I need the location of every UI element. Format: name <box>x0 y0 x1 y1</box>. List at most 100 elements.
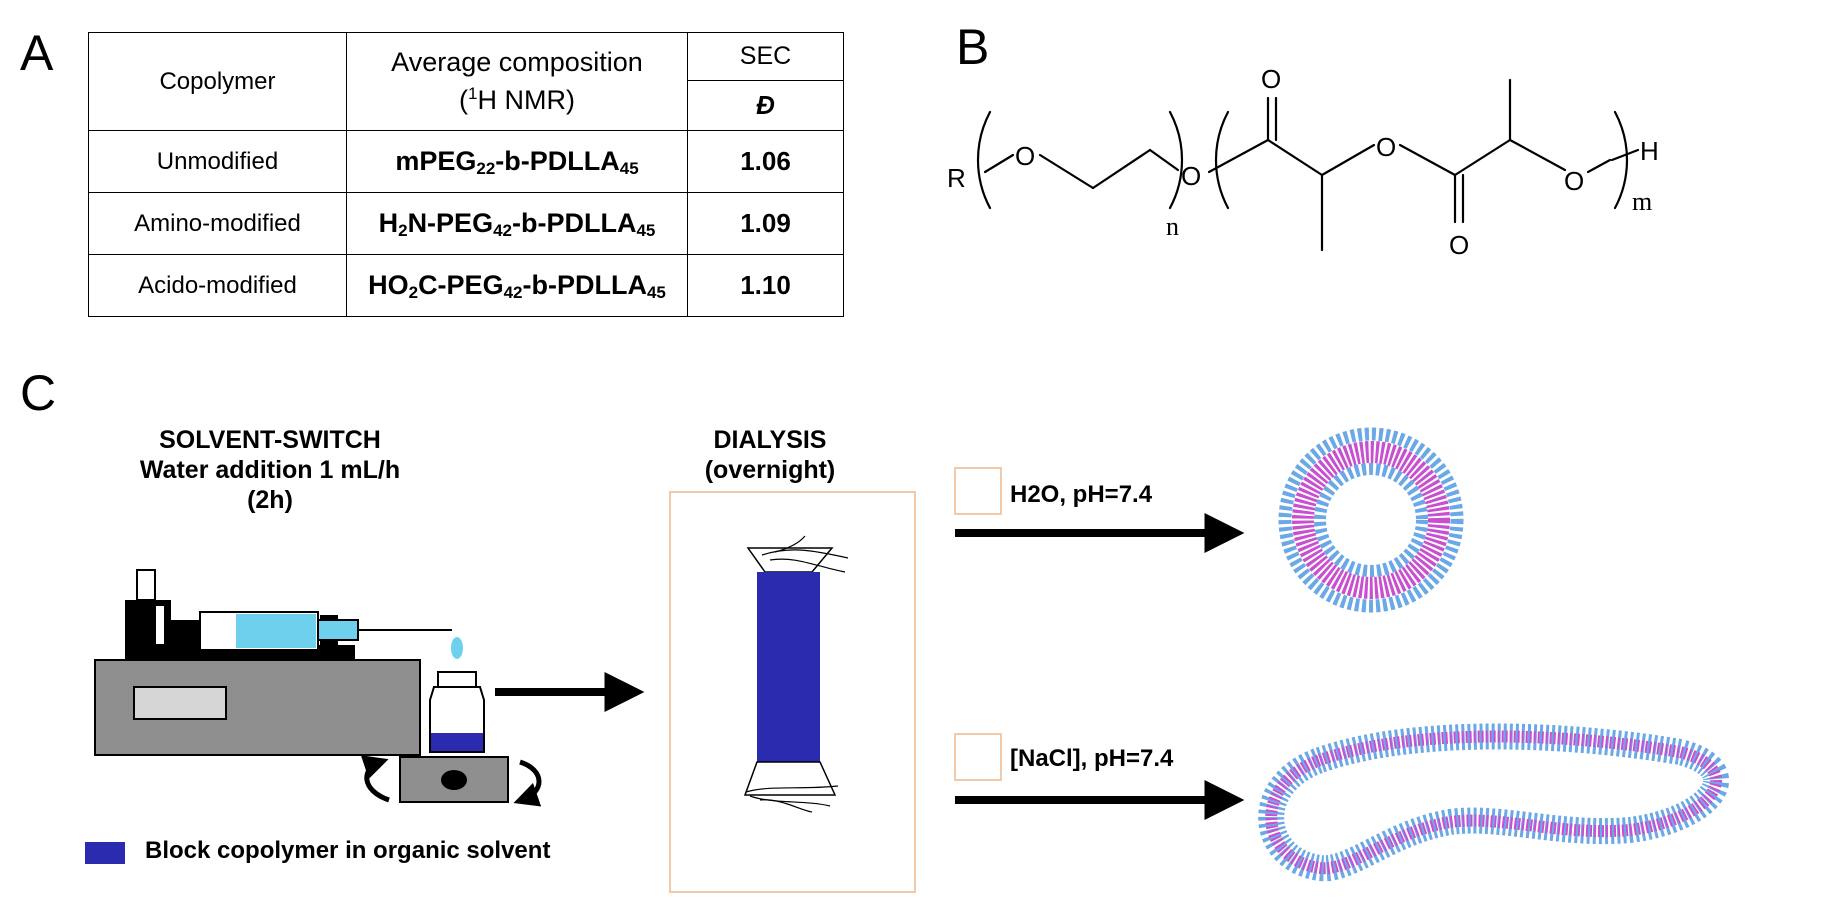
rotation-arrow-right <box>513 759 542 807</box>
panel-label-a: A <box>20 25 54 81</box>
syringe-tip <box>317 619 359 641</box>
comp-sub: 2 <box>408 283 419 302</box>
header-composition: Average composition (1H NMR) <box>346 32 688 131</box>
comp-sub: 42 <box>503 283 523 302</box>
bond <box>1453 138 1512 177</box>
stir-bar <box>441 770 467 790</box>
pla-open-paren <box>1214 110 1230 210</box>
peg-close-paren <box>1168 110 1184 210</box>
solvent-switch-rate: Water addition 1 mL/h <box>139 456 401 484</box>
tube-outer-corona <box>1258 723 1729 882</box>
header-copolymer: Copolymer <box>88 32 347 131</box>
solvent-switch-label: SOLVENT-SWITCH Water addition 1 mL/h (2h… <box>120 425 420 515</box>
header-composition-open: ( <box>459 84 469 115</box>
panel-label-c: C <box>20 365 57 421</box>
atom-r: R <box>947 163 966 193</box>
condition-box-water <box>954 467 1002 515</box>
atom-o: O <box>1449 230 1469 260</box>
comp-part: -b-PDLLA <box>512 208 637 238</box>
composition-table: Copolymer Average composition (1H NMR) S… <box>88 32 844 317</box>
vial-neck <box>437 671 477 688</box>
legend-label: Block copolymer in organic solvent <box>145 837 551 864</box>
bond <box>1148 148 1180 172</box>
vial-solution <box>431 733 483 751</box>
bond <box>1038 153 1095 190</box>
dialysis-label: DIALYSIS (overnight) <box>670 425 870 485</box>
header-composition-rest: H NMR) <box>477 84 575 115</box>
water-drop <box>451 637 463 659</box>
panel-label-b: B <box>956 19 990 75</box>
row-composition: HO2C-PEG42-b-PDLLA45 <box>346 254 688 317</box>
vesicle-membrane <box>1292 441 1450 599</box>
bond <box>1610 148 1640 162</box>
pump-clamp <box>171 620 201 646</box>
comp-sub: 2 <box>398 221 408 240</box>
subscript-m: m <box>1632 187 1652 216</box>
dialysis-title: DIALYSIS <box>713 426 827 454</box>
magnetic-stirrer <box>399 756 509 803</box>
vesicle-inner-corona <box>1314 463 1428 577</box>
atom-o: O <box>1181 161 1201 191</box>
rotation-arrow-left <box>360 755 390 803</box>
vesicle-outer-corona <box>1278 427 1464 613</box>
comp-sub: 45 <box>646 283 666 302</box>
dialysis-bag <box>743 535 849 813</box>
atom-o: O <box>1261 64 1281 94</box>
row-composition: mPEG22-b-PDLLA45 <box>346 130 688 193</box>
table-row: Unmodified mPEG22-b-PDLLA45 1.06 <box>88 130 844 193</box>
chemical-structure: R O n O O O O O m H <box>947 64 1659 260</box>
tube-membrane <box>1265 730 1722 875</box>
pump-top-plate <box>125 645 355 661</box>
table-row: Amino-modified H2N-PEG42-b-PDLLA45 1.09 <box>88 192 844 255</box>
comp-part: N-PEG <box>407 208 494 238</box>
plunger-head <box>154 604 166 646</box>
vial-body <box>429 686 485 753</box>
atom-h: H <box>1640 136 1659 166</box>
condition-box-salt <box>954 733 1002 781</box>
comp-part: H <box>378 208 399 238</box>
bond <box>1508 138 1567 172</box>
bond <box>1586 158 1612 174</box>
peg-open-paren <box>976 110 992 210</box>
row-composition: H2N-PEG42-b-PDLLA45 <box>346 192 688 255</box>
row-name: Acido-modified <box>88 254 347 317</box>
bag-top-clip <box>746 547 834 573</box>
dialysis-frame <box>669 491 916 893</box>
bond <box>1266 138 1324 177</box>
bag-bottom-clip <box>743 761 837 796</box>
legend-swatch <box>85 842 125 864</box>
row-name: Unmodified <box>88 130 347 193</box>
dialysis-time: (overnight) <box>704 456 836 484</box>
bond <box>1398 143 1457 177</box>
comp-sub: 22 <box>476 159 496 178</box>
vesicle-spherical <box>1278 427 1464 613</box>
bond <box>1091 148 1152 190</box>
atom-o: O <box>1015 141 1035 171</box>
pump-plunger-guide <box>136 569 156 601</box>
pla-close-paren <box>1613 110 1629 210</box>
row-dispersity: 1.06 <box>687 130 844 193</box>
pump-holder <box>320 615 338 645</box>
pump-body <box>94 659 421 756</box>
header-composition-line1: Average composition <box>391 46 643 77</box>
table-row: Acido-modified HO2C-PEG42-b-PDLLA45 1.10 <box>88 254 844 317</box>
bond <box>1207 138 1270 174</box>
bond <box>1320 143 1376 177</box>
comp-sub: 45 <box>636 221 656 240</box>
comp-part: HO <box>368 270 409 300</box>
pump-display <box>133 686 227 720</box>
atom-o: O <box>1564 166 1584 196</box>
atom-o: O <box>1376 132 1396 162</box>
comp-sub: 42 <box>493 221 512 240</box>
row-name: Amino-modified <box>88 192 347 255</box>
syringe-water <box>236 614 316 648</box>
row-dispersity: 1.09 <box>687 192 844 255</box>
pump-motor-block <box>125 600 171 646</box>
bond <box>983 153 1015 174</box>
bag-solution <box>757 572 820 762</box>
syringe-barrel <box>199 611 319 651</box>
vesicle-elongated <box>1258 723 1729 882</box>
condition-salt-label: [NaCl], pH=7.4 <box>1010 745 1174 772</box>
row-dispersity: 1.10 <box>687 254 844 317</box>
header-composition-sup: 1 <box>468 83 478 103</box>
